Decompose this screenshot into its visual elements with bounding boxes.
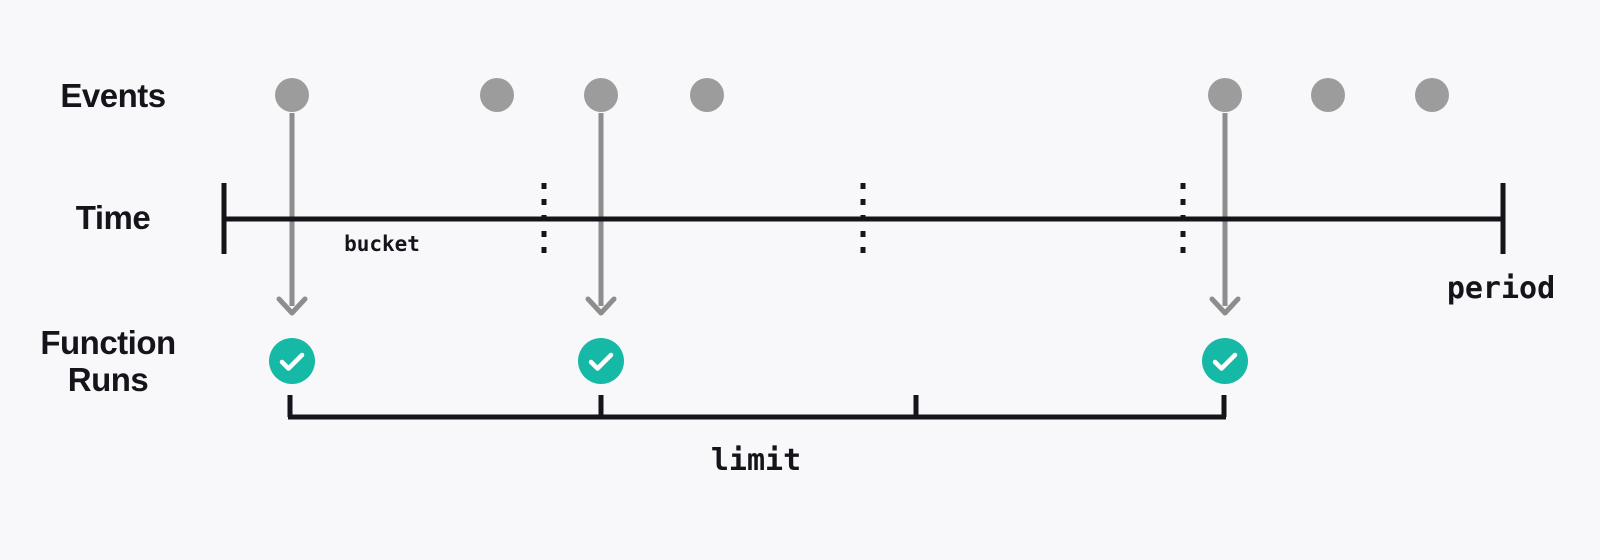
event-dot <box>690 78 724 112</box>
event-dot <box>584 78 618 112</box>
event-dot <box>1208 78 1242 112</box>
time-row-label: Time <box>75 199 151 236</box>
event-arrow-head <box>1209 296 1241 316</box>
limit-annotation: limit <box>710 443 802 478</box>
function-run-badge <box>269 338 315 384</box>
event-arrow-head <box>585 296 617 316</box>
function-runs-row-label: Function Runs <box>40 324 176 398</box>
event-arrow-head <box>276 296 308 316</box>
check-icon <box>279 352 305 371</box>
event-dot <box>1311 78 1345 112</box>
period-annotation: period <box>1446 271 1556 306</box>
check-icon <box>1212 352 1238 371</box>
events-row-label: Events <box>60 77 166 114</box>
bucket-annotation: bucket <box>344 232 420 256</box>
event-dot <box>480 78 514 112</box>
event-dot <box>275 78 309 112</box>
check-icon <box>588 352 614 371</box>
function-run-badge <box>578 338 624 384</box>
function-run-badge <box>1202 338 1248 384</box>
event-dot <box>1415 78 1449 112</box>
